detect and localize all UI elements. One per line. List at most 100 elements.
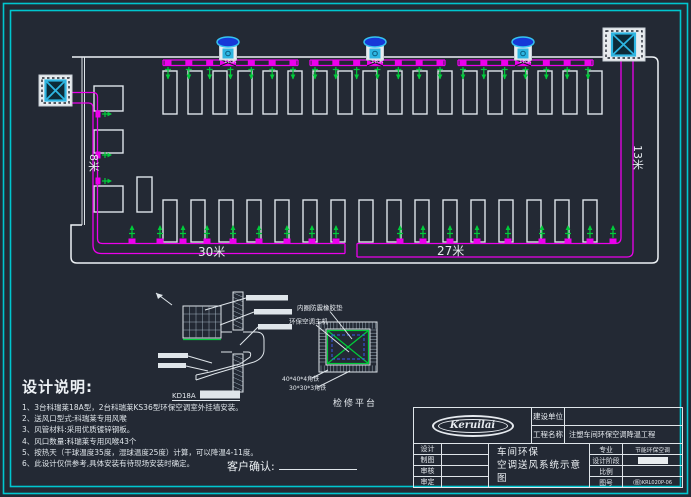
dim-30m: 30米 (198, 245, 225, 259)
machine-rect (512, 70, 528, 115)
machine-rect (362, 70, 378, 115)
number-value: (图)KRL020P-06 (632, 479, 673, 486)
detail-platform-caption: 检修平台 (333, 397, 377, 409)
customer-confirm: 客户确认: (227, 458, 357, 474)
design-note: 1、3台科瑞莱18A型，2台科瑞莱KS36型环保空调室外挂墙安装。 (22, 403, 243, 412)
spec-value: 节能环保空调 (635, 447, 670, 454)
air-outlet (480, 60, 488, 80)
machine-rect (537, 70, 553, 115)
air-outlet (156, 225, 164, 244)
number-label: 图号 (590, 477, 623, 487)
machine-rect (487, 70, 503, 115)
machine-rect (162, 199, 178, 243)
machine-rect (470, 199, 486, 243)
machine-rect (526, 199, 542, 243)
machine-rect (437, 70, 453, 115)
unit3-label: 18米 (519, 57, 532, 65)
air-outlet (415, 60, 423, 80)
machine-rect (412, 70, 428, 115)
air-outlet (283, 225, 291, 244)
rooftop-cooler-unit (363, 36, 387, 61)
duct-drop (514, 59, 532, 67)
machine-rect (274, 199, 290, 243)
air-outlet (289, 60, 297, 80)
air-outlet (332, 225, 340, 244)
machine-rect (162, 70, 178, 115)
air-outlet (446, 225, 454, 244)
machine-rect (190, 199, 206, 243)
air-outlet (308, 225, 316, 244)
label-main-unit: 环保空调主机 (289, 317, 329, 326)
air-outlet (353, 60, 361, 80)
machine-rect (262, 70, 278, 115)
sign-design-value (442, 444, 488, 454)
inner-border (9, 9, 682, 488)
air-outlet (563, 60, 571, 80)
top-cooler-units (216, 36, 535, 61)
air-outlet (504, 225, 512, 244)
right-supply-duct (356, 60, 634, 258)
left-equipment-boxes (93, 85, 153, 213)
dim-8m: 8米 (87, 154, 100, 172)
air-outlet (396, 225, 404, 244)
air-outlet (473, 225, 481, 244)
build-unit-value (565, 408, 682, 425)
signature-rows: 设计 制图 审核 审定 (414, 444, 489, 487)
build-unit-label: 建设单位 (532, 408, 565, 425)
label-rubber-pad: 内圈防震橡胶垫 (297, 303, 343, 312)
machine-rect (587, 70, 603, 115)
label-angle-40: 40*40*4角铁 (282, 375, 319, 383)
design-note: 6、此设计仅供参考,具体安装有待现场安装时确定。 (22, 459, 195, 469)
sign-check-value (442, 466, 488, 476)
air-outlet (564, 225, 572, 244)
logo-text: Keruilai (449, 420, 496, 431)
air-outlet (538, 225, 546, 244)
sign-draft-value (442, 455, 488, 465)
design-note: 2、送风口型式:科瑞莱专用风喉 (22, 414, 127, 424)
customer-confirm-label: 客户确认: (227, 460, 275, 473)
machine-rect (302, 199, 318, 243)
project-name-label: 工程名称 (532, 426, 565, 443)
air-outlet (179, 225, 187, 244)
machine-row-bottom (162, 199, 598, 243)
machine-rect (218, 199, 234, 243)
air-outlet (419, 225, 427, 244)
machine-rect (414, 199, 430, 243)
air-outlet (255, 225, 263, 244)
stage-label: 设计阶段 (590, 455, 623, 465)
rooftop-cooler-unit (216, 36, 240, 61)
air-outlet (609, 225, 617, 244)
machine-rect (386, 199, 402, 243)
drawing-title-line2: 空调送风系统示意图 (497, 460, 582, 484)
air-outlet (501, 60, 509, 80)
air-outlet (95, 177, 112, 185)
rooftop-cooler-unit (511, 36, 535, 61)
air-outlet (185, 60, 193, 80)
sign-draft-label: 制图 (414, 455, 442, 465)
machine-rect (554, 199, 570, 243)
air-outlet (164, 60, 172, 80)
air-outlet (394, 60, 402, 80)
unit2-label: 18米 (371, 57, 384, 65)
left-supply-duct (71, 91, 346, 255)
unit-duct-drops (219, 59, 532, 67)
machine-rect (237, 70, 253, 115)
machine-rect (462, 70, 478, 115)
scale-label: 比例 (590, 466, 623, 476)
stage-redacted-block (637, 456, 668, 464)
air-outlet (542, 60, 550, 80)
design-note: 5、按热天（干球温度35度，湿球温度25度）计算，可以降温4-11度。 (22, 447, 258, 457)
machine-rect (187, 70, 203, 115)
machine-rect (287, 70, 303, 115)
project-name-value: 注塑车间环保空调降温工程 (569, 429, 656, 439)
air-outlet (584, 60, 592, 80)
air-outlet (247, 60, 255, 80)
design-note: 4、风口数量:科瑞莱专用风喉43个 (22, 436, 137, 446)
dim-13m: 13米 (631, 145, 644, 170)
drawing-title: 车间环保 空调送风系统示意图 (489, 444, 590, 487)
sign-check-label: 审核 (414, 466, 442, 476)
design-notes: 设计说明: 1、3台科瑞莱18A型，2台科瑞莱KS36型环保空调室外挂墙安装。 … (22, 376, 322, 469)
stage-value (623, 455, 682, 465)
label-angle-30: 30*30*3角铁 (289, 384, 326, 392)
